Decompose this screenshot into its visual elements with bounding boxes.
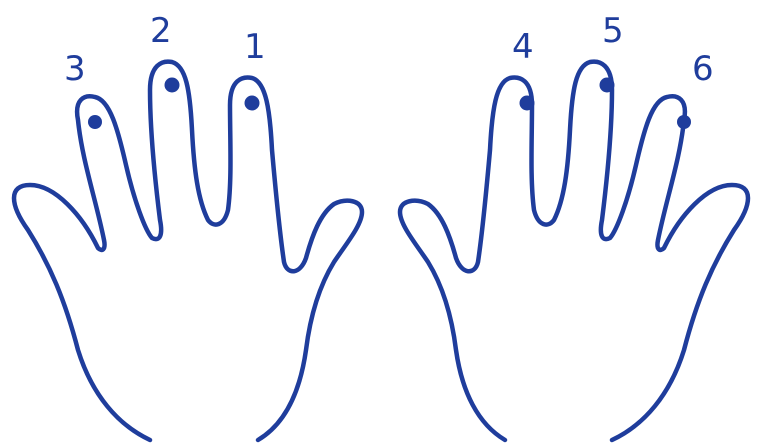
- left-hand-outline: [14, 62, 362, 440]
- right-finger-4-label: 4: [512, 27, 534, 67]
- left-hand: 3 2 1: [14, 11, 362, 440]
- right-hand-outline: [400, 62, 748, 440]
- right-finger-6-label: 6: [692, 49, 714, 89]
- right-finger-5-label: 5: [602, 11, 624, 51]
- right-hand: 4 5 6: [400, 11, 748, 440]
- right-finger-6-fingertip-dot: [677, 115, 691, 129]
- right-finger-4-fingertip-dot: [520, 96, 535, 111]
- left-finger-1-fingertip-dot: [245, 96, 260, 111]
- left-finger-2-label: 2: [150, 11, 172, 51]
- right-finger-5-fingertip-dot: [600, 78, 615, 93]
- left-finger-1-label: 1: [244, 27, 266, 67]
- left-finger-3-fingertip-dot: [88, 115, 102, 129]
- left-finger-3-label: 3: [64, 49, 86, 89]
- left-finger-2-fingertip-dot: [165, 78, 180, 93]
